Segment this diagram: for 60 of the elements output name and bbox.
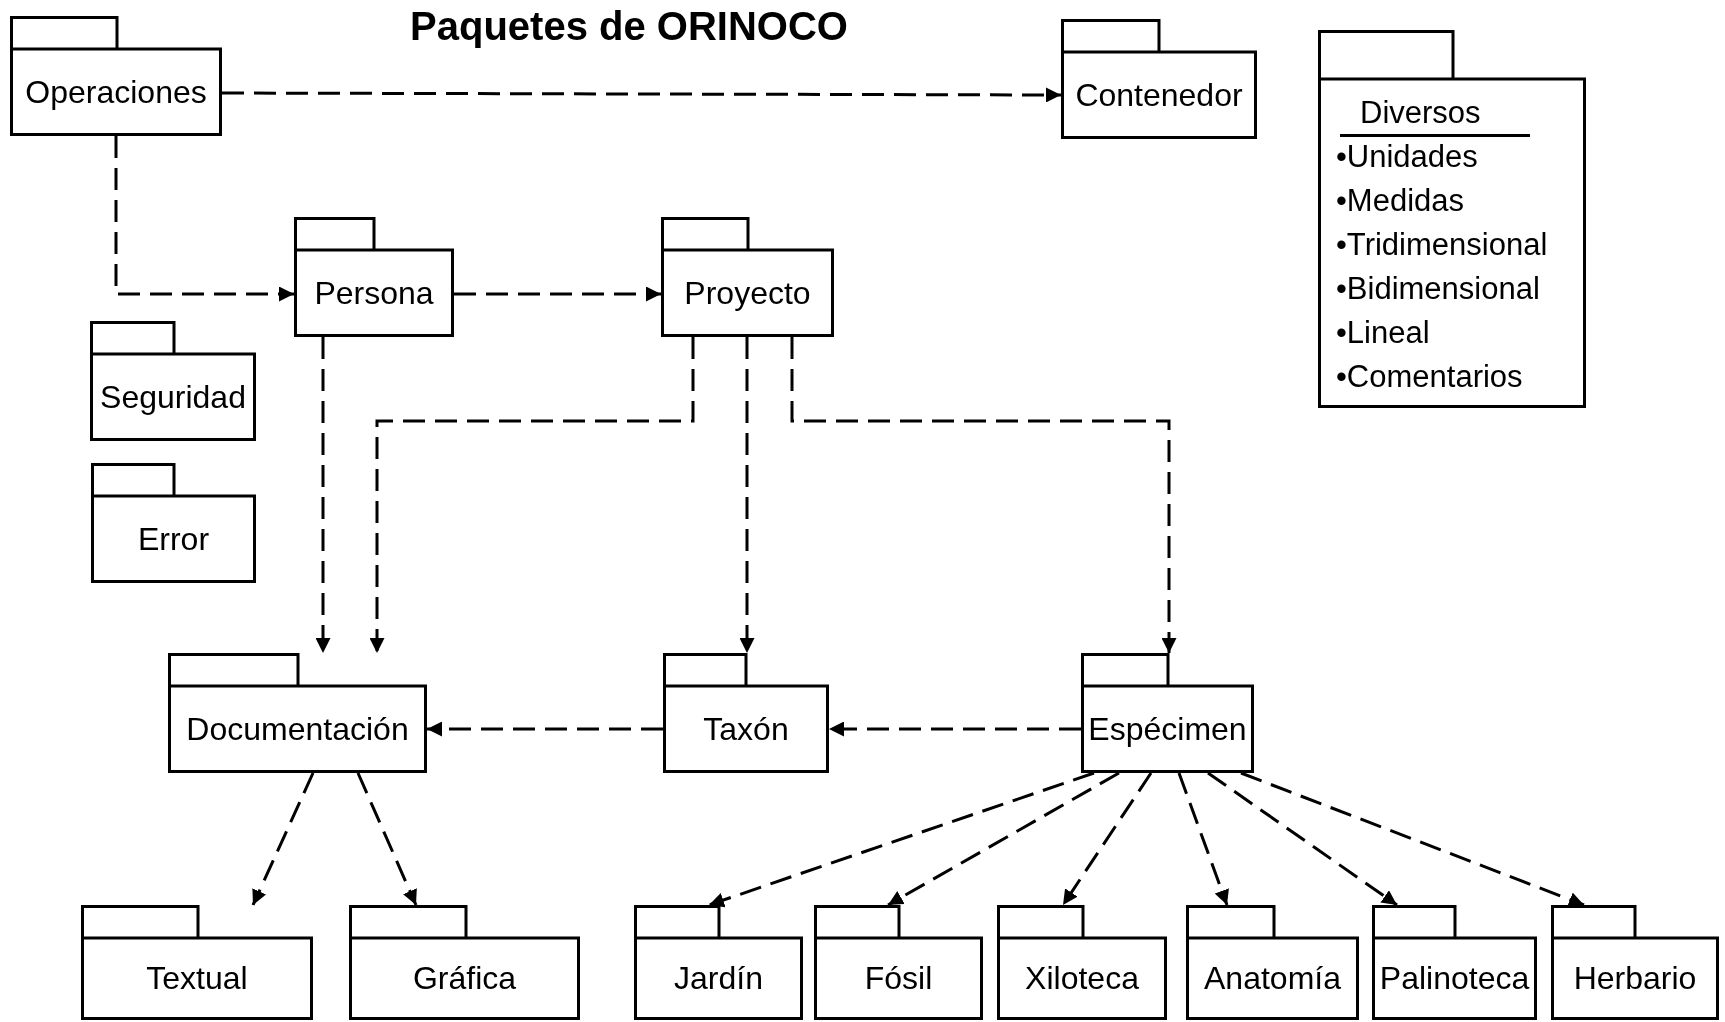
package-item: •Unidades xyxy=(1336,138,1478,176)
package-label: Gráfica xyxy=(412,961,517,997)
package-box xyxy=(663,653,829,773)
package-box xyxy=(1061,19,1257,139)
package-label: Textual xyxy=(146,961,248,997)
package-box xyxy=(1081,653,1254,773)
package-item: •Bidimensional xyxy=(1336,270,1540,308)
package-label: Jardín xyxy=(674,961,763,997)
dependency-arrow xyxy=(1240,771,1585,907)
package-box xyxy=(814,905,983,1020)
dependency-arrow xyxy=(739,337,755,653)
package-box xyxy=(90,321,256,441)
dependency-arrow xyxy=(315,337,331,653)
package-label: Proyecto xyxy=(684,275,811,312)
package-box xyxy=(294,217,454,337)
dependency-arrow xyxy=(356,772,418,906)
dependency-arrow xyxy=(454,286,661,302)
package-label: Herbario xyxy=(1573,961,1697,997)
package-box xyxy=(1186,905,1359,1020)
dependency-arrow xyxy=(251,772,315,906)
diagram-title: Paquetes de ORINOCO xyxy=(409,4,849,49)
package-box xyxy=(1372,905,1537,1020)
dependency-arrow xyxy=(887,771,1120,907)
package-item: •Medidas xyxy=(1336,182,1465,220)
package-label: Operaciones xyxy=(25,74,207,111)
package-title: Diversos xyxy=(1360,94,1482,132)
dependency-arrow xyxy=(1061,772,1153,906)
package-item: •Lineal xyxy=(1336,314,1430,352)
package-box xyxy=(661,217,834,337)
dependency-arrow xyxy=(1207,771,1398,907)
package-box xyxy=(1551,905,1719,1020)
package-label: Espécimen xyxy=(1088,711,1247,748)
package-label: Documentación xyxy=(186,711,409,748)
package-box xyxy=(91,463,256,583)
dependency-arrow xyxy=(369,337,695,653)
package-item: •Tridimensional xyxy=(1336,226,1548,264)
package-item: •Comentarios xyxy=(1336,358,1523,396)
package-label: Fósil xyxy=(864,961,933,997)
package-label: Error xyxy=(137,521,210,558)
package-box xyxy=(997,905,1167,1020)
dependency-arrow xyxy=(708,771,1095,908)
package-label: Palinoteca xyxy=(1379,961,1530,997)
dependency-arrow xyxy=(427,721,663,737)
package-box xyxy=(634,905,803,1020)
package-label: Xiloteca xyxy=(1025,961,1139,997)
package-label: Taxón xyxy=(703,711,789,748)
package-label: Contenedor xyxy=(1075,77,1243,114)
package-label: Seguridad xyxy=(100,379,246,416)
package-box xyxy=(1318,30,1586,408)
dependency-arrow xyxy=(790,337,1177,653)
dependency-arrow xyxy=(222,87,1061,103)
package-label: Anatomía xyxy=(1204,961,1341,997)
package-box xyxy=(81,905,313,1020)
package-box xyxy=(168,653,427,773)
package-box xyxy=(10,16,222,136)
dependency-arrow xyxy=(114,136,294,302)
dependency-arrow xyxy=(829,721,1081,737)
dependency-arrow xyxy=(1177,772,1229,906)
package-box xyxy=(349,905,580,1020)
package-label: Persona xyxy=(314,275,434,312)
